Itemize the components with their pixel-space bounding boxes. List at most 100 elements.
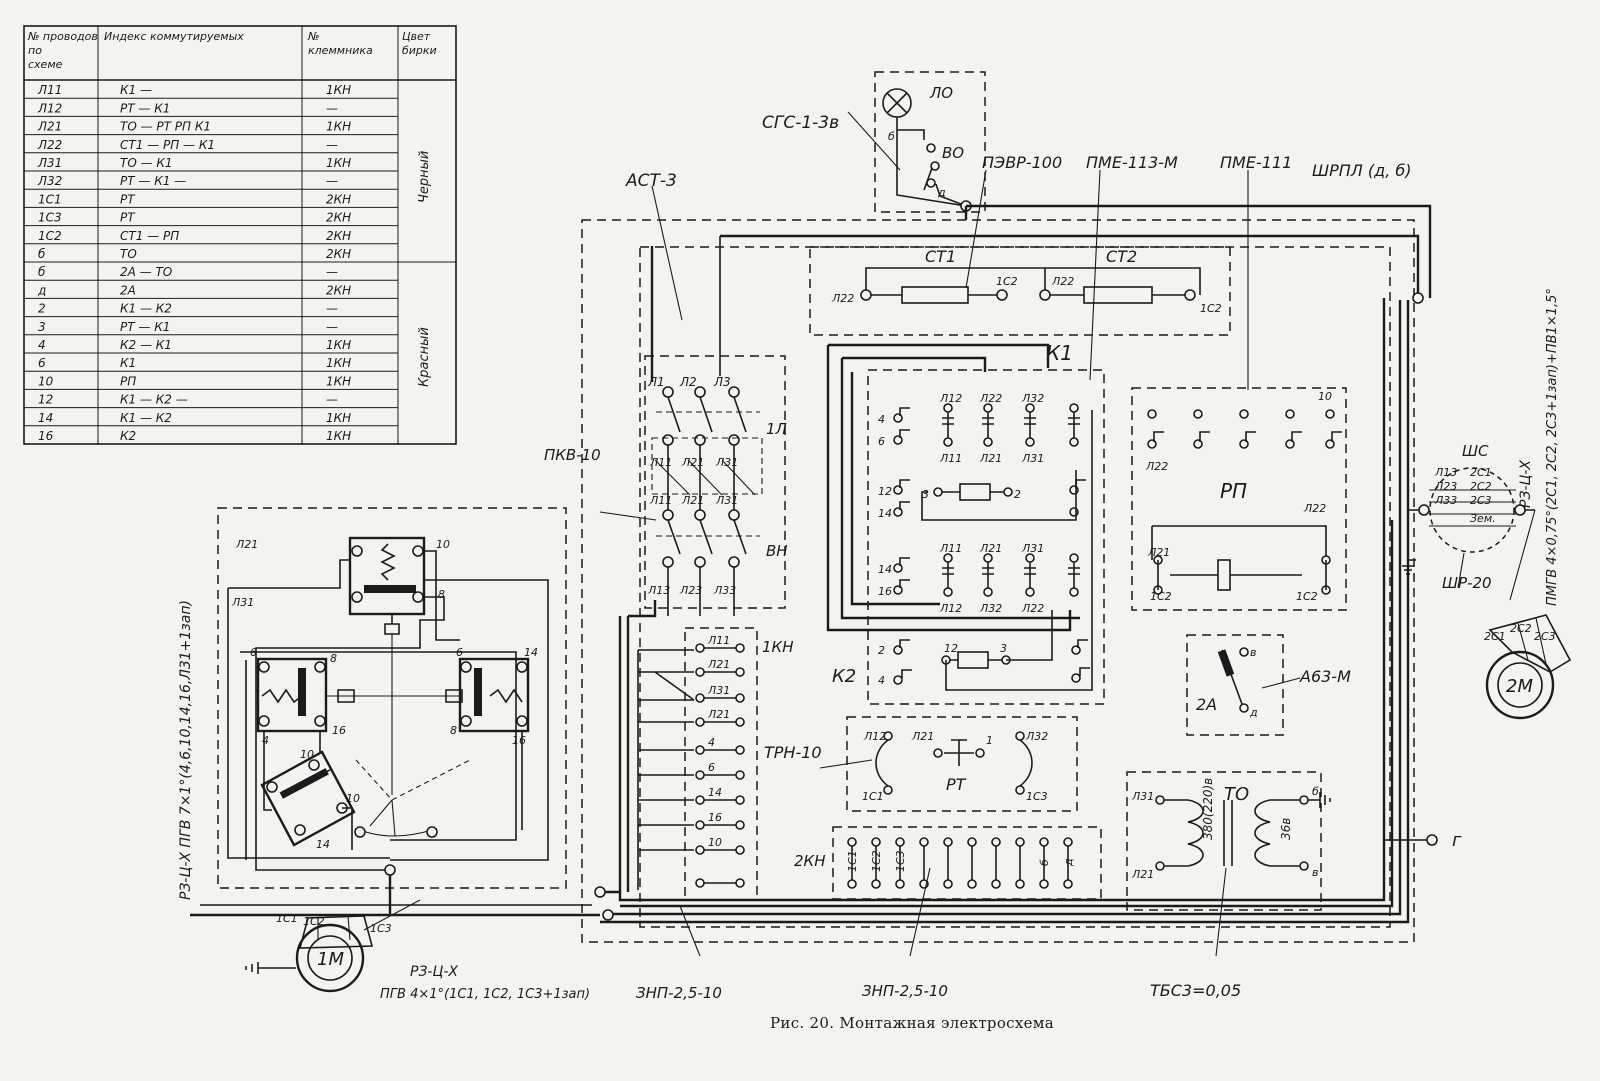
terminal-label: 14 <box>316 838 330 851</box>
k1-contact-label: Л31 <box>1021 452 1044 465</box>
label-motor-1m: 1М <box>317 949 344 970</box>
transformer-to <box>1155 792 1331 871</box>
label-vn: ВН <box>766 542 788 560</box>
table-cell-devices: РТ — К1 <box>120 320 170 334</box>
label-lo: ЛО <box>929 84 953 102</box>
table-cell-wire: Л22 <box>37 138 62 152</box>
table-cell-terminal: 1КН <box>326 356 351 370</box>
table-cell-devices: К1 — <box>120 83 152 97</box>
kn2-terminal-label: 1С2 <box>870 850 883 872</box>
k1-contact-label: Л11 <box>939 452 962 465</box>
main-cabinet <box>581 71 1415 943</box>
table-header-devices: Индекс коммутируемых <box>104 30 244 43</box>
label-tbs: ТБС3=0,05 <box>1150 981 1241 1000</box>
figure-caption: Рис. 20. Монтажная электросхема <box>770 1014 1055 1032</box>
table-cell-wire: 12 <box>38 393 53 407</box>
pole-label-mid2: Л21 <box>681 494 704 507</box>
table-cell-wire: Л21 <box>37 120 62 134</box>
table-cell-wire: д <box>37 283 46 297</box>
table-cell-terminal: 1КН <box>326 429 351 443</box>
label-cable-right-1: РЗ-Ц-Х <box>1518 460 1534 508</box>
table-color-black: Черный <box>417 151 432 203</box>
label-pme113: ПМЕ-113-М <box>1086 153 1178 172</box>
harness-wiring <box>190 204 1438 924</box>
label-znp-2: ЗНП-2,5-10 <box>862 982 948 1000</box>
table-cell-terminal: 1КН <box>326 338 351 352</box>
terminal-label: 8 <box>438 588 445 601</box>
k2-side-label: 2 <box>878 644 885 657</box>
k1-coil-label: 3 <box>922 488 929 501</box>
k1-contact-label: Л32 <box>979 602 1002 615</box>
k1-side-label: 14 <box>878 563 892 576</box>
table-cell-terminal: 1КН <box>326 411 351 425</box>
label-pevr: ПЭВР-100 <box>982 153 1062 172</box>
table-cell-terminal: — <box>326 320 338 334</box>
kn2-terminal-label: 1С3 <box>894 850 907 872</box>
contactor-k1-k2: Л12Л11Л22Л21Л32Л31Л11Л12Л21Л32Л31Л224612… <box>826 343 1093 691</box>
table-cell-devices: 2А — ТО <box>120 265 172 279</box>
table-cell-terminal: — <box>326 101 338 115</box>
k2-coil-label: 3 <box>1000 642 1007 655</box>
kn2-terminal-label: б <box>1038 859 1051 866</box>
cable-leaders <box>599 111 1249 957</box>
k1-side-label: 14 <box>878 507 892 520</box>
table-cell-devices: СТ1 — РП — К1 <box>120 138 215 152</box>
terminal-label: Л22 <box>1051 275 1074 288</box>
terminal-label: 14 <box>524 646 538 659</box>
table-cell-devices: К1 — К2 — <box>120 393 188 407</box>
terminal-label: 4 <box>262 734 269 747</box>
terminal-label: Л21 <box>911 730 934 743</box>
k2-coil-label: 12 <box>944 642 958 655</box>
label-znp-1: ЗНП-2,5-10 <box>636 984 722 1002</box>
terminal-label: Л33 <box>1434 494 1457 507</box>
k2-side-label: 4 <box>878 674 885 687</box>
terminal-label: 10 <box>346 792 360 805</box>
table-cell-devices: ТО — РТ РП К1 <box>120 120 211 134</box>
terminal-label: 1С2 <box>1200 302 1222 315</box>
table-cell-wire: Л32 <box>37 174 62 188</box>
k1-contact-label: Л12 <box>939 392 962 405</box>
terminal-label: б <box>1312 785 1319 798</box>
table-color-red: Красный <box>417 327 432 387</box>
table-cell-terminal: — <box>326 265 338 279</box>
rp-contact-label: Л21 <box>1147 546 1170 559</box>
terminal-label: 1С2 <box>996 275 1018 288</box>
table-cell-devices: К2 <box>120 429 136 443</box>
table-cell-terminal: 1КН <box>326 374 351 388</box>
table-cell-devices: К1 — К2 <box>120 411 172 425</box>
label-cable-bottom-1: РЗ-Ц-Х <box>410 964 458 980</box>
left-relay-panel <box>217 507 567 889</box>
kn1-terminal-label: 10 <box>708 836 722 849</box>
kn1-terminal-label: Л21 <box>707 708 730 721</box>
table-cell-devices: РТ — К1 — <box>120 174 186 188</box>
label-cable-left: РЗ-Ц-Х ПГВ 7×1°(4,6,10,14,16,Л31+1зап) <box>178 600 194 900</box>
terminal-label: 1С3 <box>370 922 392 935</box>
pole-label-lower: Л13 <box>647 584 670 597</box>
k1-side-label: 6 <box>878 435 885 448</box>
resistors-st <box>860 267 1201 304</box>
terminal-label: 1С1 <box>276 912 298 925</box>
k1-contact-label: Л11 <box>939 542 962 555</box>
terminal-label: Л31 <box>231 596 254 609</box>
label-trn: ТРН-10 <box>764 743 822 762</box>
terminal-label: 1 <box>986 734 993 747</box>
k1-side-label: 4 <box>878 413 885 426</box>
kn1-terminal-label: 4 <box>708 736 715 749</box>
label-k1: К1 <box>1046 341 1073 365</box>
terminal-label: 2С2 <box>1470 480 1492 493</box>
label-rt: РТ <box>946 775 967 794</box>
pole-label-mid: Л11 <box>649 456 672 469</box>
rp-contact-label: Л22 <box>1145 460 1168 473</box>
kn1-terminal-label: 16 <box>708 811 722 824</box>
connector-shs <box>1402 467 1535 589</box>
table-cell-terminal: — <box>326 393 338 407</box>
terminal-label: 2С1 <box>1470 466 1492 479</box>
table-cell-wire: 3 <box>38 320 46 334</box>
terminal-label: 16 <box>332 724 346 737</box>
terminal-label: 2С1 <box>1484 630 1506 643</box>
label-36v: 36в <box>1279 818 1293 840</box>
